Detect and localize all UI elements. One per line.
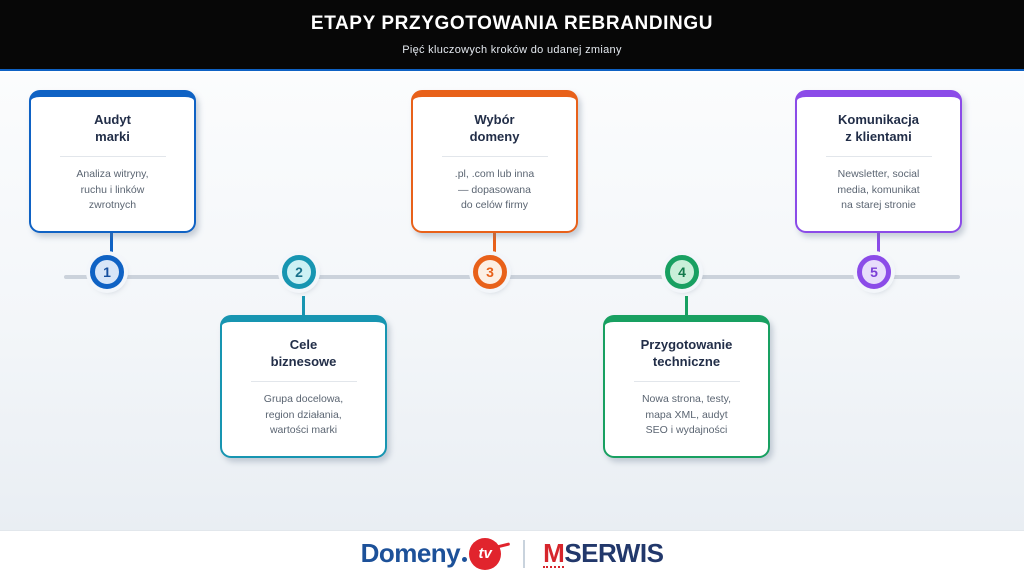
timeline-line — [64, 275, 960, 279]
domeny-logo-dot — [462, 557, 468, 562]
step-card-2: Cele biznesowe Grupa docelowa, region dz… — [220, 315, 387, 458]
mserwis-logo: M SERWIS — [543, 538, 664, 569]
card-divider — [441, 155, 548, 157]
step-circle-4: 4 — [665, 255, 699, 289]
step-card-body: Nowa strona, testy, mapa XML, audyt SEO … — [641, 392, 732, 437]
step-connector-5 — [877, 232, 880, 258]
step-card-body: Grupa docelowa, region działania, wartoś… — [263, 392, 344, 437]
timeline-stage: Audyt marki Analiza witryny, ruchu i lin… — [0, 73, 1024, 530]
step-card-title: Cele biznesowe — [270, 337, 337, 369]
step-card-title: Przygotowanie techniczne — [640, 337, 733, 369]
step-card-1: Audyt marki Analiza witryny, ruchu i lin… — [29, 90, 196, 233]
step-number: 2 — [295, 264, 303, 280]
card-divider — [59, 155, 166, 157]
card-divider — [633, 380, 740, 382]
step-card-title: Komunikacja z klientami — [838, 112, 919, 144]
tv-badge-tail — [495, 541, 511, 549]
step-circle-3: 3 — [473, 255, 507, 289]
step-circle-1: 1 — [90, 255, 124, 289]
step-card-body: Newsletter, social media, komunikat na s… — [837, 167, 920, 212]
step-connector-2 — [302, 296, 305, 316]
step-number: 5 — [870, 264, 878, 280]
tv-badge-icon: tv — [469, 537, 511, 570]
page-subtitle: Pięć kluczowych kroków do udanej zmiany — [402, 44, 622, 56]
domeny-tv-logo: Domeny tv — [360, 537, 511, 570]
step-card-4: Przygotowanie techniczne Nowa strona, te… — [603, 315, 770, 458]
domeny-logo-text: Domeny — [360, 538, 461, 568]
step-number: 1 — [103, 264, 111, 280]
tv-badge-label: tv — [478, 545, 492, 562]
step-card-title: Wybór domeny — [469, 112, 520, 144]
step-connector-4 — [685, 296, 688, 316]
step-connector-3 — [493, 232, 496, 258]
step-number: 3 — [486, 264, 494, 280]
step-card-title: Audyt marki — [94, 112, 131, 144]
step-connector-1 — [110, 232, 113, 258]
card-divider — [250, 380, 357, 382]
footer-logo-divider — [523, 539, 526, 568]
mserwis-logo-text: SERWIS — [564, 538, 664, 568]
step-card-3: Wybór domeny .pl, .com lub inna — dopaso… — [411, 90, 578, 233]
card-divider — [825, 155, 932, 157]
page-title: ETAPY PRZYGOTOWANIA REBRANDINGU — [310, 13, 714, 34]
header: ETAPY PRZYGOTOWANIA REBRANDINGU Pięć klu… — [0, 0, 1024, 71]
step-circle-5: 5 — [857, 255, 891, 289]
step-card-body: Analiza witryny, ruchu i linków zwrotnyc… — [76, 167, 149, 212]
step-number: 4 — [678, 264, 686, 280]
step-circle-2: 2 — [282, 255, 316, 289]
footer: Domeny tv M SERWIS — [0, 530, 1024, 576]
step-card-body: .pl, .com lub inna — dopasowana do celów… — [454, 167, 535, 212]
mserwis-logo-m: M — [543, 538, 565, 568]
step-card-5: Komunikacja z klientami Newsletter, soci… — [795, 90, 962, 233]
